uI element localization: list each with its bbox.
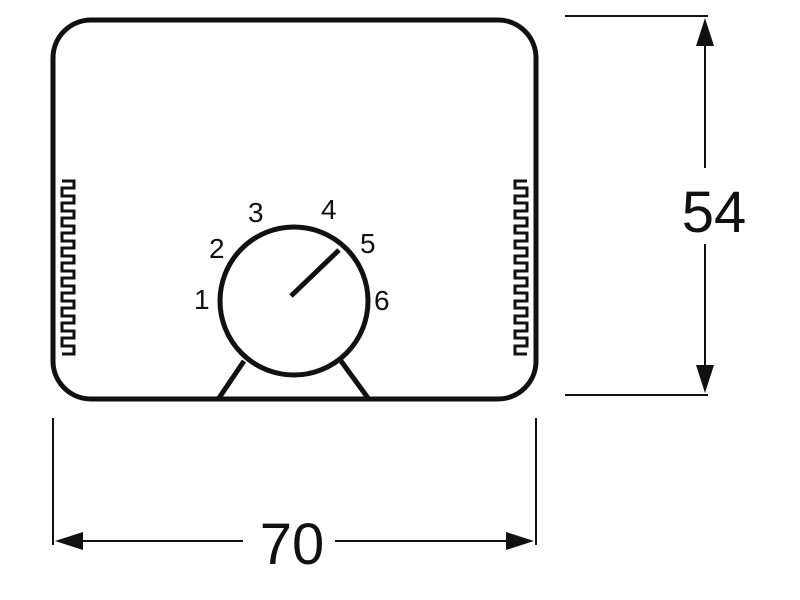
dial-pointer	[289, 248, 341, 298]
device-outline	[50, 17, 539, 402]
height-dimension: 54	[565, 15, 747, 396]
dial-right-leg	[338, 359, 371, 400]
dial-number-4: 4	[321, 194, 337, 225]
dial-number-6: 6	[374, 285, 390, 316]
dial-number-5: 5	[360, 228, 376, 259]
height-arrow-down-icon	[696, 365, 714, 393]
width-arrow-right-icon	[506, 532, 534, 550]
width-dimension: 70	[52, 418, 537, 577]
dial-number-2: 2	[209, 233, 225, 264]
height-dimension-label: 54	[682, 180, 747, 245]
dial-number-1: 1	[194, 284, 210, 315]
width-arrow-left-icon	[55, 532, 83, 550]
dial-number-3: 3	[248, 197, 264, 228]
right-vent-slots	[513, 179, 529, 356]
left-vent-slots	[60, 179, 76, 356]
dial-left-leg	[216, 359, 247, 400]
height-arrow-up-icon	[696, 18, 714, 46]
dial-knob	[217, 224, 371, 378]
width-dimension-label: 70	[260, 512, 325, 577]
